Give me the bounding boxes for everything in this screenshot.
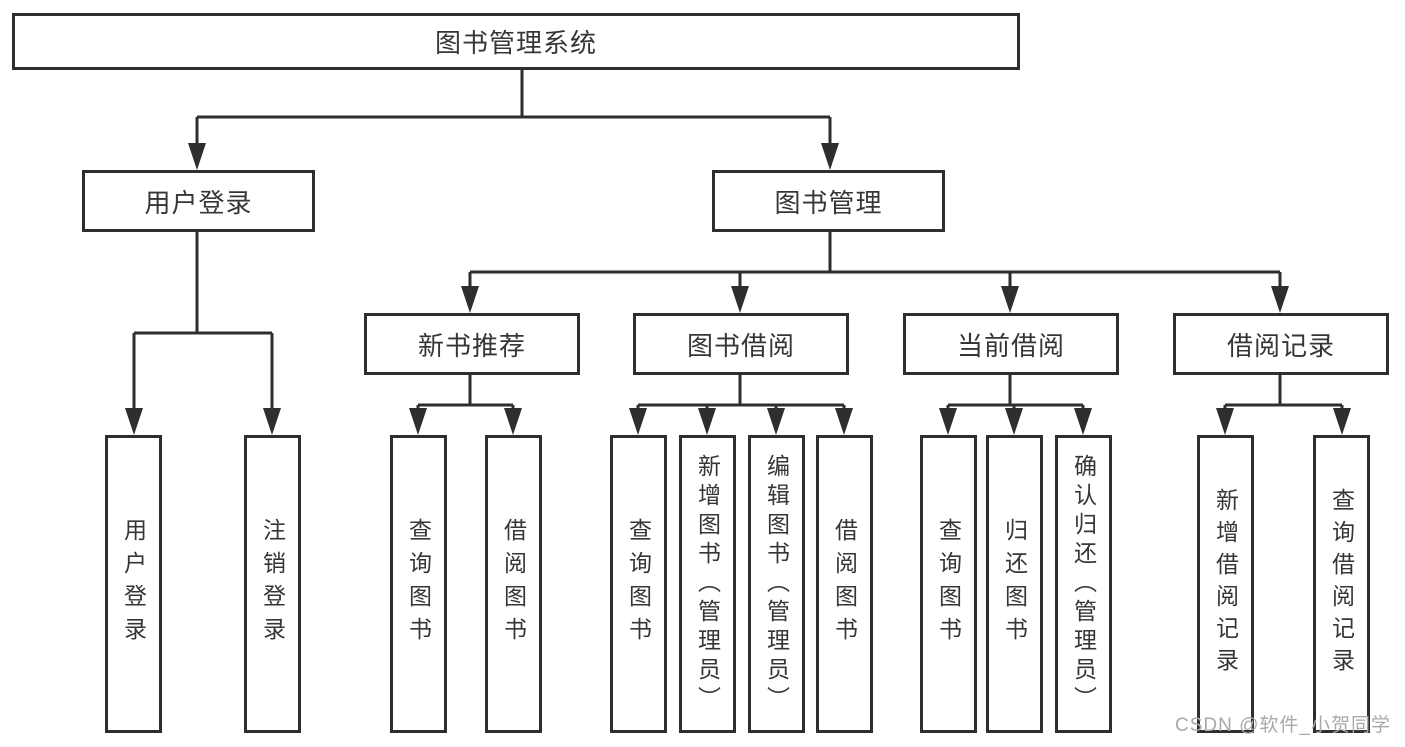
arrowhead-icon xyxy=(125,408,143,435)
node-label: 当前借阅 xyxy=(956,330,1065,361)
arrowhead-icon xyxy=(461,286,479,313)
arrowhead-icon xyxy=(188,143,206,170)
node-label: 图书管理 xyxy=(774,187,883,218)
node-borrow-record: 借阅记录 xyxy=(1173,313,1389,375)
leaf-label: 查询图书 xyxy=(935,518,962,650)
node-label: 图书借阅 xyxy=(686,330,795,361)
node-label: 用户登录 xyxy=(144,187,253,218)
arrowhead-icon xyxy=(835,408,853,435)
csdn-watermark: CSDN @软件_小贺同学 xyxy=(1175,715,1391,736)
leaf-borrow-book-recommend: 借阅图书 xyxy=(485,435,542,733)
arrowhead-icon xyxy=(1005,408,1023,435)
arrowhead-icon xyxy=(698,408,716,435)
leaf-label: 查询图书 xyxy=(625,518,652,650)
leaf-borrow-book: 借阅图书 xyxy=(816,435,873,733)
leaf-query-book-borrow: 查询图书 xyxy=(610,435,667,733)
leaf-user-login: 用户登录 xyxy=(105,435,162,733)
node-new-book-recommend: 新书推荐 xyxy=(364,313,580,375)
leaf-label: 借阅图书 xyxy=(831,518,858,650)
leaf-add-book-admin: 新增图书（管理员） xyxy=(679,435,736,733)
connector-borrow-record-to-leaves xyxy=(1216,374,1351,435)
connector-book-management-to-groups xyxy=(461,232,1289,313)
leaf-edit-book-admin: 编辑图书（管理员） xyxy=(748,435,805,733)
node-user-login: 用户登录 xyxy=(82,170,315,232)
connector-user-login-to-leaves xyxy=(125,232,281,435)
arrowhead-icon xyxy=(767,408,785,435)
arrowhead-icon xyxy=(1271,286,1289,313)
leaf-label: 新增图书（管理员） xyxy=(694,453,721,715)
node-library-management-system: 图书管理系统 xyxy=(12,13,1020,70)
leaf-logout: 注销登录 xyxy=(244,435,301,733)
connector-new-book-recommend-to-leaves xyxy=(409,374,522,435)
leaf-query-book-current: 查询图书 xyxy=(920,435,977,733)
node-label: 借阅记录 xyxy=(1226,330,1335,361)
leaf-confirm-return-admin: 确认归还（管理员） xyxy=(1055,435,1112,733)
leaf-label: 借阅图书 xyxy=(500,518,527,650)
connector-root-to-branches xyxy=(188,69,839,170)
connector-current-borrow-to-leaves xyxy=(939,374,1092,435)
leaf-label: 编辑图书（管理员） xyxy=(763,453,790,715)
leaf-label: 用户登录 xyxy=(120,518,147,650)
arrowhead-icon xyxy=(731,286,749,313)
arrowhead-icon xyxy=(1074,408,1092,435)
leaf-label: 查询借阅记录 xyxy=(1328,488,1355,680)
node-current-borrow: 当前借阅 xyxy=(903,313,1119,375)
arrowhead-icon xyxy=(1001,286,1019,313)
arrowhead-icon xyxy=(821,143,839,170)
arrowhead-icon xyxy=(1333,408,1351,435)
arrowhead-icon xyxy=(409,408,427,435)
arrowhead-icon xyxy=(939,408,957,435)
leaf-add-borrow-record: 新增借阅记录 xyxy=(1197,435,1254,733)
node-book-borrow: 图书借阅 xyxy=(633,313,849,375)
connector-book-borrow-to-leaves xyxy=(629,374,853,435)
arrowhead-icon xyxy=(504,408,522,435)
arrowhead-icon xyxy=(629,408,647,435)
node-book-management: 图书管理 xyxy=(712,170,945,232)
node-label: 图书管理系统 xyxy=(434,28,597,58)
leaf-query-borrow-record: 查询借阅记录 xyxy=(1313,435,1370,733)
leaf-query-book-recommend: 查询图书 xyxy=(390,435,447,733)
leaf-label: 新增借阅记录 xyxy=(1212,488,1239,680)
leaf-return-book: 归还图书 xyxy=(986,435,1043,733)
leaf-label: 确认归还（管理员） xyxy=(1070,453,1097,715)
arrowhead-icon xyxy=(263,408,281,435)
arrowhead-icon xyxy=(1216,408,1234,435)
leaf-label: 查询图书 xyxy=(405,518,432,650)
leaf-label: 归还图书 xyxy=(1001,518,1028,650)
leaf-label: 注销登录 xyxy=(259,518,286,650)
node-label: 新书推荐 xyxy=(417,330,526,361)
